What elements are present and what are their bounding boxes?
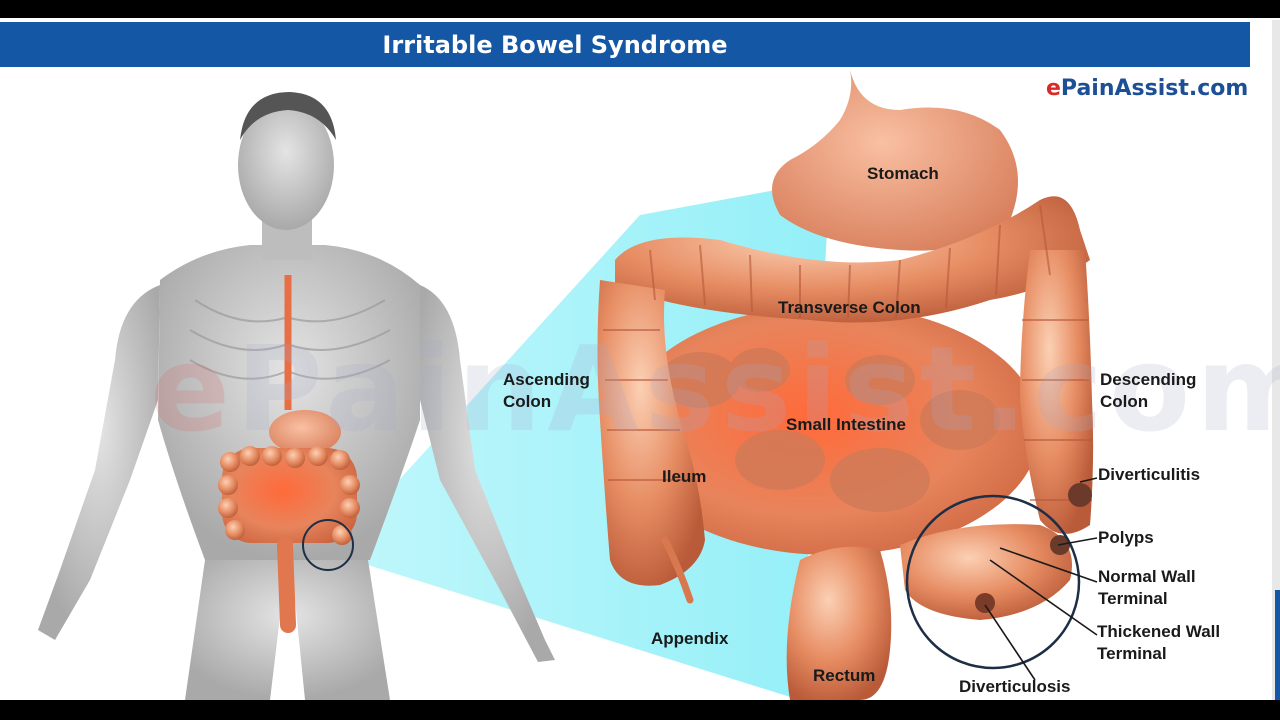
body-digestive-tract xyxy=(218,275,360,633)
label-thickened-wall-line1: Thickened Wall xyxy=(1097,622,1221,641)
label-appendix: Appendix xyxy=(651,629,729,648)
label-polyps: Polyps xyxy=(1098,528,1154,547)
label-thickened-wall-line2: Terminal xyxy=(1097,644,1167,663)
watermark: ePainAssist.com xyxy=(150,320,1280,458)
watermark-prefix: e xyxy=(150,320,237,458)
label-normal-wall-line1: Normal Wall xyxy=(1098,567,1196,586)
label-small-intestine: Small Intestine xyxy=(786,415,906,434)
label-ileum: Ileum xyxy=(662,467,707,486)
label-diverticulitis: Diverticulitis xyxy=(1098,465,1201,484)
label-stomach: Stomach xyxy=(867,164,939,183)
brand-prefix: e xyxy=(1046,76,1061,101)
right-edge-strip xyxy=(1272,20,1280,700)
label-ascending-colon-line2: Colon xyxy=(503,392,552,411)
label-ascending-colon-line1: Ascending xyxy=(503,370,590,389)
label-descending-colon-line2: Colon xyxy=(1100,392,1149,411)
label-transverse-colon: Transverse Colon xyxy=(778,298,921,317)
page-title: Irritable Bowel Syndrome xyxy=(382,30,728,59)
bottom-black-bar xyxy=(0,700,1280,720)
label-normal-wall-line2: Terminal xyxy=(1098,589,1168,608)
label-descending-colon-line1: Descending xyxy=(1100,370,1197,389)
label-rectum: Rectum xyxy=(813,666,876,685)
zoom-cone xyxy=(340,180,830,700)
right-edge-tab xyxy=(1275,590,1280,700)
brand-rest: PainAssist.com xyxy=(1060,76,1249,101)
label-diverticulosis: Diverticulosis xyxy=(959,677,1071,696)
brand-logo: ePainAssist.com xyxy=(1046,76,1248,101)
top-black-bar xyxy=(0,0,1280,18)
title-bar: Irritable Bowel Syndrome xyxy=(0,22,1250,67)
watermark-rest: PainAssist.com xyxy=(236,320,1280,458)
detailed-intestines xyxy=(597,70,1098,700)
